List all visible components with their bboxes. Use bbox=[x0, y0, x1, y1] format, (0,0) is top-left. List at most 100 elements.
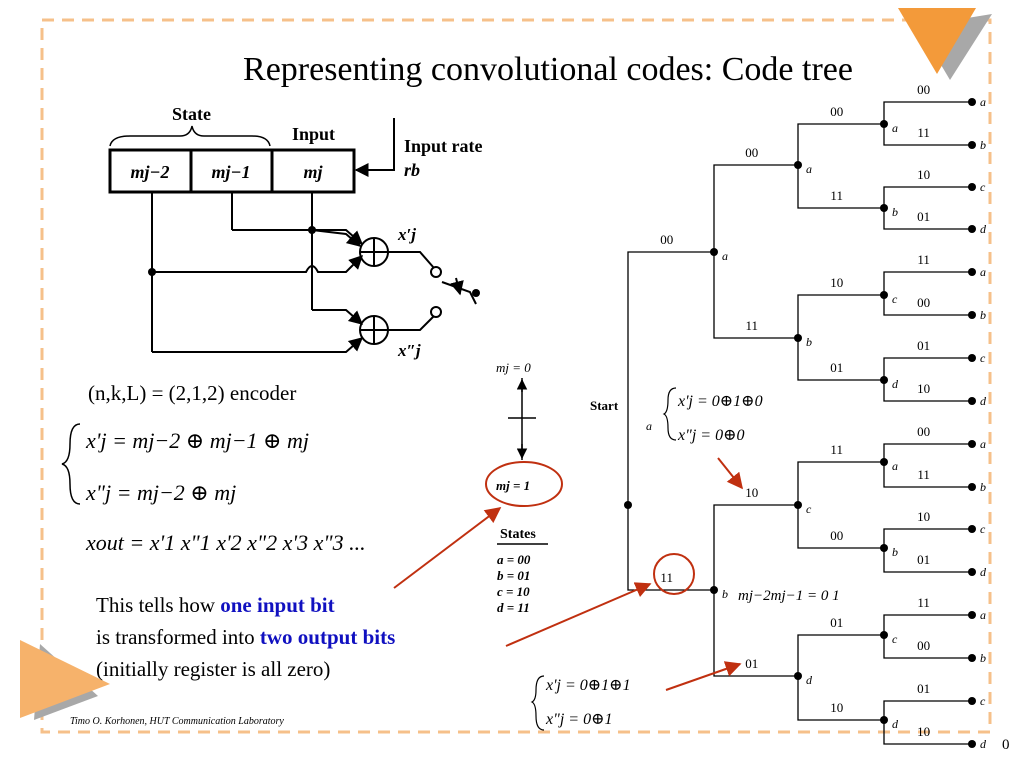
note-line1-prefix: This tells how bbox=[96, 593, 220, 617]
tree-branch-l3-7 bbox=[797, 676, 884, 721]
register-mj-1: mj−1 bbox=[212, 162, 251, 182]
tree-output-l2-0: 00 bbox=[745, 145, 758, 160]
tree-node-l4-13 bbox=[968, 654, 976, 662]
top-right-triangle-icon bbox=[898, 8, 992, 80]
tree-node-l4-14 bbox=[968, 697, 976, 705]
footer-text: Timo O. Korhonen, HUT Communication Labo… bbox=[70, 716, 284, 727]
tree-branch-l4-1 bbox=[883, 124, 972, 146]
state-d: d = 11 bbox=[497, 600, 530, 615]
state-c: c = 10 bbox=[497, 584, 530, 599]
encoder-params: (n,k,L) = (2,1,2) encoder bbox=[88, 381, 296, 405]
tree-branch-l3-0 bbox=[797, 123, 884, 165]
bottom-left-triangle-icon bbox=[20, 640, 110, 720]
annotation-bottom-arrow-icon bbox=[665, 661, 742, 691]
note-line2-highlight: two output bits bbox=[260, 625, 395, 649]
tree-output-l4-6: 01 bbox=[917, 338, 930, 353]
tree-branch-l3-5 bbox=[797, 505, 884, 549]
tree-node-l4-6 bbox=[968, 354, 976, 362]
tree-output-l3-7: 10 bbox=[830, 700, 843, 715]
states-title: States bbox=[500, 527, 536, 542]
tree-branch-l3-1 bbox=[797, 165, 884, 209]
tree-branch-l3-2 bbox=[797, 294, 884, 338]
start-state-label: a bbox=[646, 419, 652, 433]
tree-branch-l4-11 bbox=[883, 548, 972, 573]
tree-branch-l4-2 bbox=[883, 186, 972, 208]
tree-output-l4-3: 01 bbox=[917, 209, 930, 224]
tree-output-l3-4: 11 bbox=[830, 442, 843, 457]
tree-state-l4-11: d bbox=[980, 565, 987, 579]
tree-state-l1-1: b bbox=[722, 587, 728, 601]
state-a: a = 00 bbox=[497, 552, 531, 567]
equation-x2: x"j = mj−2 ⊕ mj bbox=[85, 480, 236, 505]
legend-m1: mj = 1 bbox=[496, 478, 530, 493]
tree-branch-l2-3 bbox=[713, 590, 798, 677]
tree-state-l3-6: c bbox=[892, 632, 898, 646]
tree-state-l4-5: b bbox=[980, 308, 986, 322]
legend-m0: mj = 0 bbox=[496, 360, 531, 375]
tree-output-l4-12: 11 bbox=[917, 595, 930, 610]
tree-state-l3-3: d bbox=[892, 377, 899, 391]
tree-branch-l4-8 bbox=[883, 443, 972, 462]
output-x2: x″j bbox=[397, 341, 421, 360]
svg-text:This tells how one input bit: This tells how one input bit bbox=[96, 593, 335, 617]
tree-state-l3-2: c bbox=[892, 292, 898, 306]
tree-output-l2-1: 11 bbox=[746, 318, 759, 333]
page-number: 0 bbox=[1002, 737, 1010, 753]
tree-state-l4-15: d bbox=[980, 737, 987, 751]
tree-output-l4-5: 00 bbox=[917, 295, 930, 310]
tree-state-l3-1: b bbox=[892, 205, 898, 219]
tree-node-l4-12 bbox=[968, 611, 976, 619]
input-rate-symbol: rb bbox=[404, 160, 420, 180]
tree-branch-l4-15 bbox=[883, 720, 972, 745]
tree-branch-l4-12 bbox=[883, 614, 972, 635]
tree-state-l4-12: a bbox=[980, 608, 986, 622]
input-label: Input bbox=[292, 124, 335, 144]
annotation-bottom: x'j = 0⊕1⊕1 x"j = 0⊕1 bbox=[530, 661, 742, 731]
tree-output-l3-0: 00 bbox=[830, 104, 843, 119]
tree-branch-l4-9 bbox=[883, 462, 972, 488]
tree-branch-l2-0 bbox=[713, 164, 798, 252]
tree-output-l4-15: 10 bbox=[917, 724, 930, 739]
tree-output-l4-4: 11 bbox=[917, 252, 930, 267]
tree-state-l3-5: b bbox=[892, 545, 898, 559]
legend-m1-circle bbox=[485, 461, 563, 507]
tree-output-l4-7: 10 bbox=[917, 381, 930, 396]
note-arrow-to-input-icon bbox=[393, 507, 502, 589]
output-x1: x′j bbox=[397, 225, 416, 244]
tree-state-l3-4: a bbox=[892, 459, 898, 473]
register-mj-2: mj−2 bbox=[131, 162, 170, 182]
tree-node-l4-2 bbox=[968, 183, 976, 191]
tree-node-l4-1 bbox=[968, 141, 976, 149]
tree-node-l4-0 bbox=[968, 98, 976, 106]
tree-branch-l4-5 bbox=[883, 295, 972, 316]
tree-state-l4-7: d bbox=[980, 394, 987, 408]
tree-output-l4-8: 00 bbox=[917, 424, 930, 439]
tree-state-l4-2: c bbox=[980, 180, 986, 194]
tree-output-l4-9: 11 bbox=[917, 467, 930, 482]
tree-output-l4-2: 10 bbox=[917, 167, 930, 182]
note: This tells how one input bit is transfor… bbox=[96, 593, 395, 681]
note-line2-prefix: is transformed into bbox=[96, 625, 260, 649]
tree-state-l4-6: c bbox=[980, 351, 986, 365]
tree-state-l3-0: a bbox=[892, 121, 898, 135]
tree-branch-l4-13 bbox=[883, 635, 972, 659]
tree-output-l3-6: 01 bbox=[830, 615, 843, 630]
tree-node-l4-9 bbox=[968, 483, 976, 491]
annotation-top-arrow-icon bbox=[717, 457, 743, 490]
tree-node-l4-7 bbox=[968, 397, 976, 405]
annotation-top-line1: x'j = 0⊕1⊕0 bbox=[677, 393, 763, 410]
note-line3: (initially register is all zero) bbox=[96, 657, 330, 681]
tree-node-l4-3 bbox=[968, 225, 976, 233]
tree-state-l4-4: a bbox=[980, 265, 986, 279]
tree-output-l4-13: 00 bbox=[917, 638, 930, 653]
tree-state-l4-9: b bbox=[980, 480, 986, 494]
tree-node-l4-15 bbox=[968, 740, 976, 748]
tree-output-l2-3: 01 bbox=[745, 656, 758, 671]
tree-state-l4-14: c bbox=[980, 694, 986, 708]
register-mj: mj bbox=[303, 162, 323, 182]
tree-branch-l2-1 bbox=[713, 252, 798, 339]
tree-branch-l4-0 bbox=[883, 101, 972, 124]
tree-branch-l3-6 bbox=[797, 634, 884, 676]
note-line1-highlight: one input bit bbox=[220, 593, 334, 617]
